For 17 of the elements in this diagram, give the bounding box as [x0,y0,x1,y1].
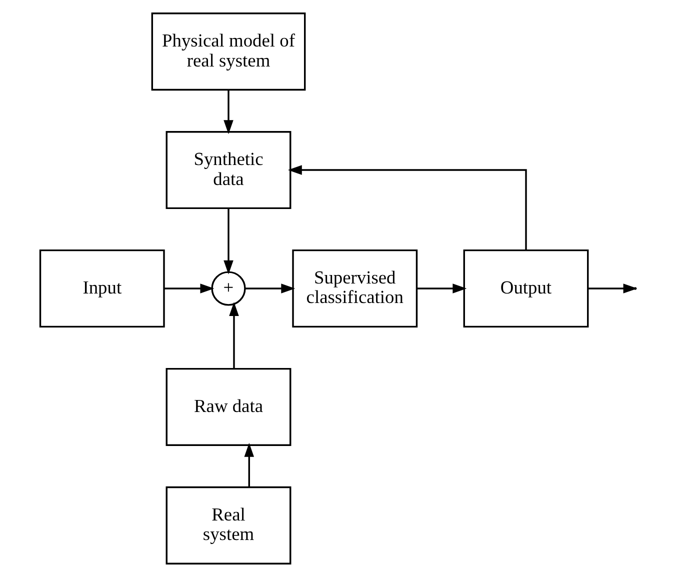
arrow [416,284,466,294]
node-box: Raw data [165,368,291,446]
arrow [244,442,254,487]
arrow [223,90,233,134]
node-box: Physical model of real system [150,12,306,91]
node-box: Real system [165,486,291,564]
node-circle: + [210,271,246,306]
node-box: Input [38,249,164,328]
arrow [287,165,526,250]
arrow [223,208,233,274]
node-box: Supervised classification [292,249,418,328]
node-box: Output [462,249,588,328]
node-box: Synthetic data [165,131,291,210]
arrow [164,284,214,294]
arrow [588,284,637,294]
arrow [244,284,295,294]
arrow [228,302,238,368]
